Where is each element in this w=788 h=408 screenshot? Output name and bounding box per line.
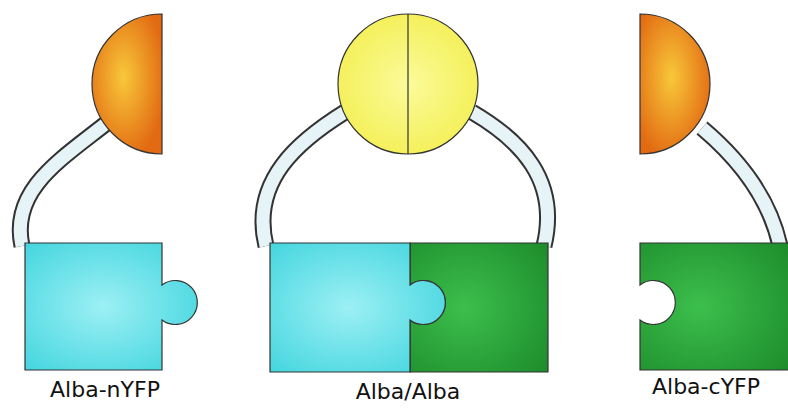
linker-outline [472,112,548,246]
puzzle-piece-cyan [270,243,445,372]
linker [702,128,780,246]
linker [472,112,548,246]
linker [263,112,345,246]
yfp-circle [338,14,478,154]
linker-outline [702,128,780,246]
puzzle-piece-cyan [25,243,197,370]
construct-label: Alba-nYFP [50,377,160,403]
linker [20,122,108,246]
nyfp-half [92,14,162,154]
linker-outline [263,112,345,246]
cyfp-half [640,14,710,154]
construct-label: Alba/Alba [356,379,461,405]
yfp-split-line [407,14,408,154]
linker-outline [20,122,108,246]
construct-label: Alba-cYFP [652,374,760,400]
puzzle-piece-green [640,243,788,370]
